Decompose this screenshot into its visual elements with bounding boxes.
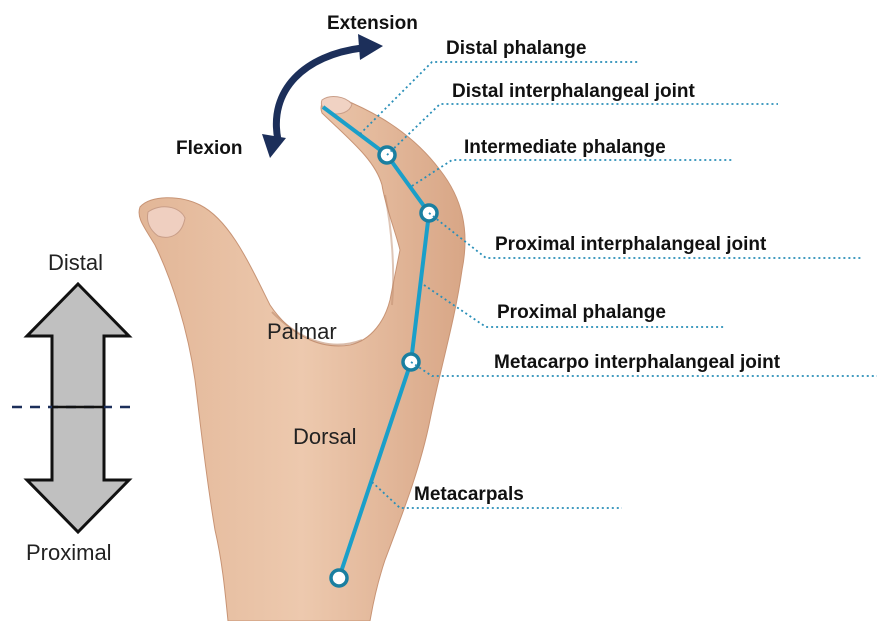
dorsal-label: Dorsal xyxy=(293,424,357,449)
arrowhead-flexion-icon xyxy=(262,134,286,158)
proximal-phalange-label: Proximal phalange xyxy=(497,302,666,323)
distal-phalange-label: Distal phalange xyxy=(446,38,586,59)
intermediate-phalange-label: Intermediate phalange xyxy=(464,137,666,158)
flexion-label: Flexion xyxy=(176,138,243,159)
distal-proximal-double-arrow xyxy=(12,284,136,532)
proximal-ip-joint-label: Proximal interphalangeal joint xyxy=(495,234,767,255)
arrowhead-extension-icon xyxy=(358,34,383,60)
proximal-label: Proximal xyxy=(26,540,112,565)
distal-label: Distal xyxy=(48,250,103,275)
distal-ip-joint-label: Distal interphalangeal joint xyxy=(452,81,695,102)
extension-label: Extension xyxy=(327,13,418,34)
leader-intermediate-phalange xyxy=(412,160,732,186)
metacarpo-ip-joint-label: Metacarpo interphalangeal joint xyxy=(494,352,781,373)
metacarpals-label: Metacarpals xyxy=(414,484,524,505)
palmar-label: Palmar xyxy=(267,319,337,344)
wrist-joint-marker xyxy=(331,570,347,586)
